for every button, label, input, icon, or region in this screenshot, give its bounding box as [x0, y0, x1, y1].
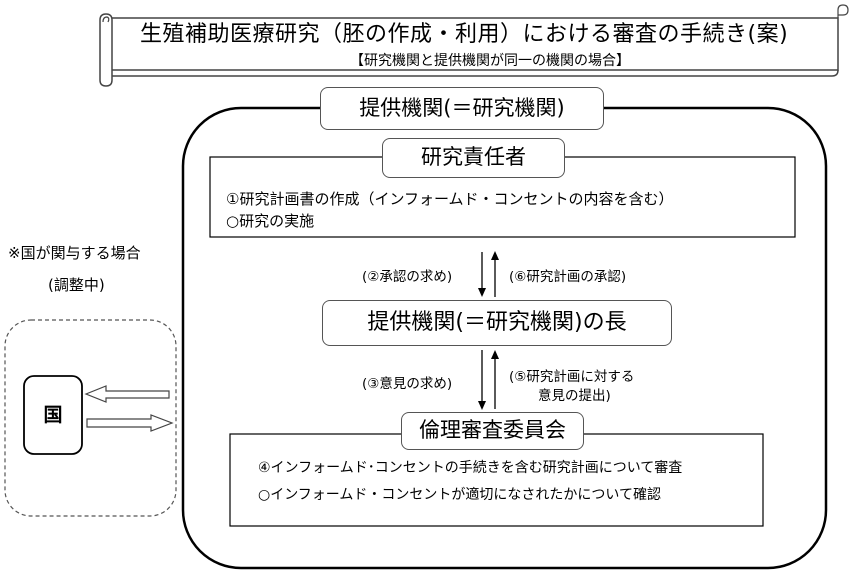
ethics-item-1: ④インフォームド･コンセントの手続きを含む研究計画について審査 — [258, 460, 683, 476]
government-label: 国 — [43, 404, 63, 426]
arrow-approval — [491, 251, 499, 297]
page-title: 生殖補助医療研究（胚の作成・利用）における審査の手続き(案) — [140, 22, 789, 47]
flow-request-opinion: (③意見の求め) — [362, 376, 453, 392]
flow-approval: (⑥研究計画の承認) — [509, 269, 627, 285]
flow-submit-opinion-line1: (⑤研究計画に対する — [509, 369, 635, 385]
government-note-status: (調整中) — [48, 276, 105, 294]
director-label: 提供機関(＝研究機関)の長 — [322, 300, 672, 346]
government-dashed-area — [4, 319, 177, 517]
title-scroll-banner — [99, 4, 849, 87]
page-subtitle: 【研究機関と提供機関が同一の機関の場合】 — [350, 53, 630, 69]
arrow-request-opinion — [478, 350, 486, 410]
block-arrow-from-government — [86, 414, 174, 432]
flow-request-approval: (②承認の求め) — [362, 269, 453, 285]
researcher-item-1: ①研究計画書の作成（インフォームド・コンセントの内容を含む） — [226, 190, 674, 208]
government-note: ※国が関与する場合 — [8, 244, 141, 262]
arrow-submit-opinion — [491, 350, 499, 409]
researcher-label: 研究責任者 — [382, 138, 565, 178]
block-arrow-to-government — [84, 385, 170, 403]
researcher-item-2: ○研究の実施 — [226, 212, 315, 230]
ethics-item-2: ○インフォームド・コンセントが適切になされたかについて確認 — [258, 487, 661, 503]
flow-submit-opinion-line2: 意見の提出) — [538, 388, 611, 404]
institution-label: 提供機関(＝研究機関) — [320, 87, 604, 130]
arrow-request-approval — [478, 252, 486, 297]
ethics-committee-label: 倫理審査委員会 — [401, 412, 584, 450]
government-box — [23, 375, 83, 455]
